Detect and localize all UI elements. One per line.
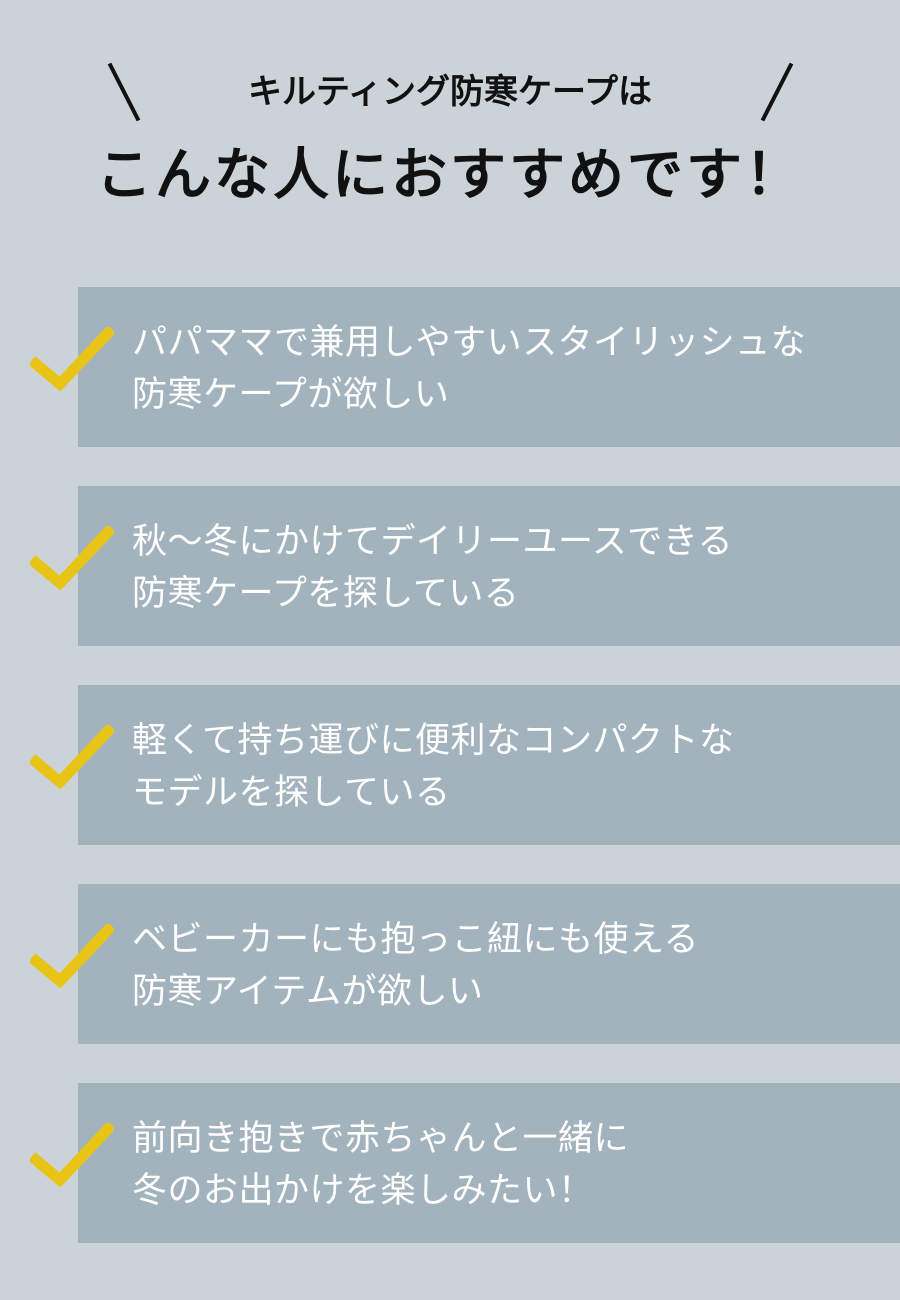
recommendation-line: モデルを探している: [132, 773, 451, 813]
recommendation-line: 防寒ケープを探している: [132, 574, 520, 614]
recommendation-card: 軽くて持ち運びに便利なコンパクトな モデルを探している: [78, 685, 900, 845]
recommendation-card: 前向き抱きで赤ちゃんと一緒に 冬のお出かけを楽しみたい！: [78, 1083, 900, 1243]
recommendation-line: 前向き抱きで赤ちゃんと一緒に: [132, 1119, 630, 1159]
check-icon: [30, 725, 114, 789]
recommendation-card: ベビーカーにも抱っこ紐にも使える 防寒アイテムが欲しい: [78, 884, 900, 1044]
recommendation-text: 前向き抱きで赤ちゃんと一緒に 冬のお出かけを楽しみたい！: [132, 1113, 872, 1217]
page-title: こんな人におすすめです！: [96, 143, 804, 208]
recommendation-text: 軽くて持ち運びに便利なコンパクトな モデルを探している: [132, 715, 872, 819]
recommendation-line: 防寒ケープが欲しい: [132, 375, 450, 415]
recommendation-text: 秋〜冬にかけてデイリーユースできる 防寒ケープを探している: [132, 516, 872, 620]
recommendation-text: ベビーカーにも抱っこ紐にも使える 防寒アイテムが欲しい: [132, 914, 872, 1018]
recommendation-line: ベビーカーにも抱っこ紐にも使える: [132, 920, 699, 960]
recommendation-line: 軽くて持ち運びに便利なコンパクトな: [132, 721, 735, 761]
check-icon: [30, 1123, 114, 1187]
check-icon: [30, 526, 114, 590]
recommendation-card: パパママで兼用しやすいスタイリッシュな 防寒ケープが欲しい: [78, 287, 900, 447]
header: キルティング防寒ケープは こんな人におすすめです！: [0, 0, 900, 240]
recommendation-line: 冬のお出かけを楽しみたい！: [132, 1171, 594, 1211]
page-subtitle: キルティング防寒ケープは: [248, 72, 652, 112]
recommendation-line: 秋〜冬にかけてデイリーユースできる: [132, 522, 734, 562]
recommendation-card: 秋〜冬にかけてデイリーユースできる 防寒ケープを探している: [78, 486, 900, 646]
check-icon: [30, 924, 114, 988]
check-icon: [30, 327, 114, 391]
recommendation-line: 防寒アイテムが欲しい: [132, 972, 484, 1012]
recommendation-line: パパママで兼用しやすいスタイリッシュな: [132, 323, 807, 363]
recommendation-text: パパママで兼用しやすいスタイリッシュな 防寒ケープが欲しい: [132, 317, 872, 421]
